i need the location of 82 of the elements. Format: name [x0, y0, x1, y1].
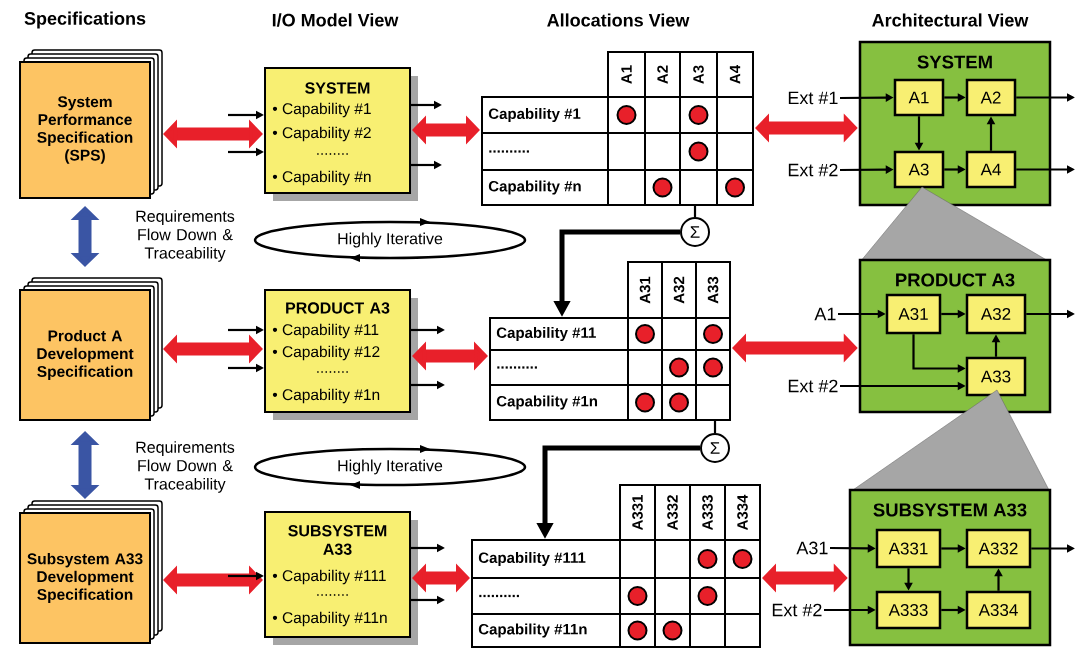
row-label: Capability #n	[488, 180, 581, 195]
block-arrow	[163, 334, 263, 364]
input-label: A31	[796, 541, 828, 555]
row-label: Capability #11	[496, 327, 596, 341]
list-item: • Capability #n	[272, 170, 371, 186]
column-header: A331	[632, 495, 643, 531]
row-label: Capability #1n	[496, 395, 598, 410]
input-label: Ext #2	[788, 379, 838, 393]
column-header: A1	[621, 65, 632, 84]
row-label: Capability #111	[478, 552, 586, 566]
function-box: A1	[893, 78, 945, 117]
column-header: A2	[657, 65, 668, 84]
block-arrow	[70, 206, 100, 267]
block-arrow	[70, 431, 100, 499]
io-model-box	[264, 67, 418, 201]
io-model-box	[264, 289, 418, 420]
row-label: Capability #1	[488, 108, 581, 122]
line	[713, 421, 717, 433]
function-box: A331	[875, 528, 942, 569]
block-arrow	[762, 563, 848, 593]
column-header: A33	[707, 276, 719, 304]
list-item: • Capability #111	[272, 569, 386, 585]
function-box: A31	[885, 293, 942, 335]
ellipsis-text: ........	[317, 594, 348, 596]
function-box: A2	[965, 78, 1017, 117]
ellipsis-text: ........	[317, 371, 348, 373]
list-item: • Capability #1n	[272, 388, 380, 404]
input-label: Ext #2	[788, 163, 838, 177]
function-box: A33	[965, 356, 1027, 397]
column-heading: Allocations View	[547, 13, 690, 27]
box-title: SYSTEM	[305, 82, 370, 94]
input-label: Ext #2	[772, 603, 822, 617]
column-header: A332	[667, 495, 678, 531]
specification-document: System Performance Specification (SPS)	[19, 49, 163, 199]
row-label: ..........	[479, 594, 519, 598]
box-title: SUBSYSTEM A33	[873, 503, 1027, 517]
row-label: Capability #11n	[478, 623, 587, 638]
column-header: A32	[673, 276, 685, 304]
block-arrow	[755, 113, 858, 143]
box-title: SYSTEM	[917, 55, 992, 69]
list-item: • Capability #2	[272, 126, 371, 142]
specification-document: Product A Development Specification	[19, 277, 163, 421]
edge-label: Requirements Flow Down & Traceability	[118, 439, 252, 495]
block-arrow	[163, 119, 263, 149]
list-item: • Capability #11n	[272, 611, 387, 627]
function-box: A4	[965, 150, 1017, 189]
function-box: A332	[965, 528, 1032, 569]
allocation-matrix	[471, 484, 761, 648]
function-box: A333	[875, 590, 942, 630]
column-header: A3	[693, 65, 704, 84]
block-arrow	[412, 341, 488, 371]
block-arrow	[412, 563, 470, 593]
row-label: ..........	[489, 150, 529, 153]
allocation-matrix	[481, 51, 754, 206]
ellipsis-text: ........	[317, 153, 348, 155]
block-arrow	[163, 565, 263, 595]
function-box: A334	[965, 590, 1032, 630]
column-heading: I/O Model View	[272, 13, 399, 27]
column-header: A334	[737, 494, 748, 531]
line	[693, 206, 697, 217]
box-title: PRODUCT A3	[896, 273, 1015, 287]
io-model-box	[264, 511, 418, 645]
input-label: Ext #1	[788, 91, 838, 105]
list-item: • Capability #11	[272, 323, 379, 339]
function-box: A32	[965, 293, 1027, 335]
block-arrow	[732, 333, 858, 363]
column-header: A31	[639, 276, 651, 304]
column-header: A333	[702, 495, 713, 531]
block-arrow	[412, 115, 480, 145]
function-box: A3	[893, 150, 945, 189]
column-heading: Architectural View	[872, 13, 1029, 27]
box-title: PRODUCT A3	[286, 302, 390, 314]
list-item: • Capability #12	[272, 345, 380, 361]
list-item: • Capability #1	[272, 102, 371, 118]
box-title: SUBSYSTEM A33	[288, 525, 387, 555]
column-heading: Specifications	[24, 11, 146, 29]
row-label: ..........	[497, 366, 537, 369]
column-header: A4	[729, 65, 741, 84]
edge-label: Requirements Flow Down & Traceability	[118, 208, 252, 264]
specification-document: Subsystem A33 Development Specification	[19, 500, 163, 644]
input-label: A1	[814, 307, 836, 321]
allocation-matrix	[489, 261, 731, 421]
